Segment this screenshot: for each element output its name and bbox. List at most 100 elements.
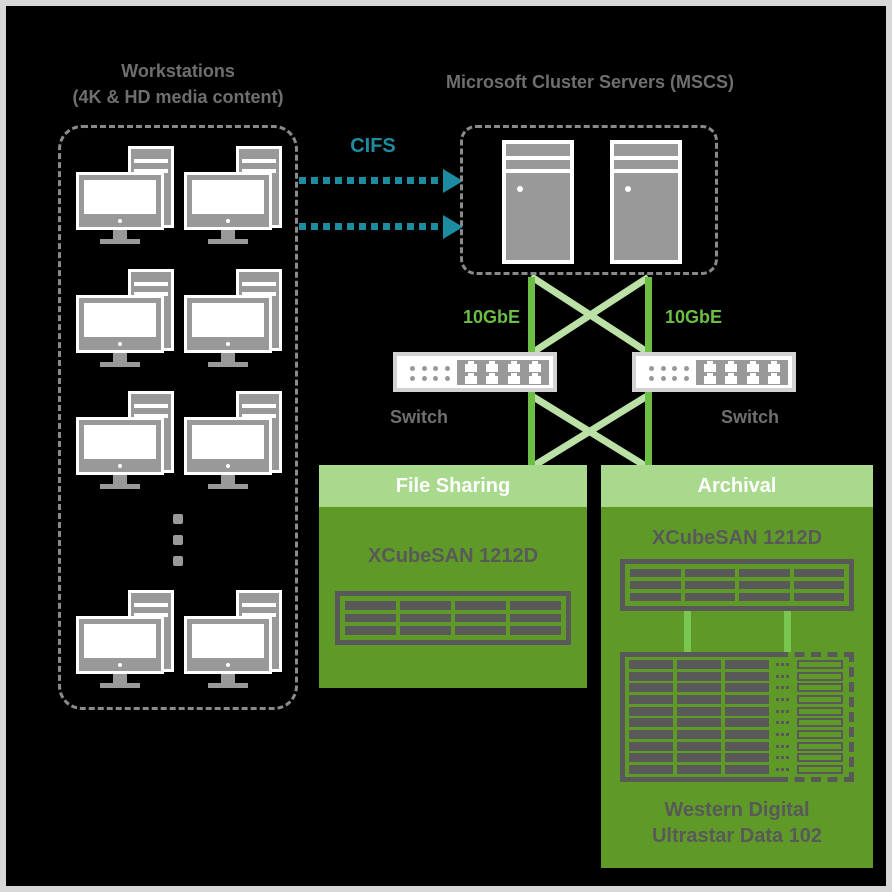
ethernet-port-icon [507, 361, 520, 373]
monitor-icon [76, 616, 164, 674]
drive-bay [725, 764, 769, 774]
drive-bay [793, 569, 844, 577]
jbod-row [629, 741, 847, 751]
dot [785, 663, 789, 666]
dot [775, 697, 779, 701]
ethernet-port-icon [507, 372, 520, 384]
dot [780, 744, 784, 748]
drive-bay [630, 581, 681, 589]
dot [780, 756, 784, 760]
dot [780, 721, 784, 725]
jbod-row [629, 660, 847, 669]
workstation-icon [184, 391, 284, 489]
led-dot [410, 365, 416, 371]
drive-bay [629, 741, 673, 751]
drive-bay [510, 626, 561, 635]
sas-connector-left [684, 611, 691, 652]
drive-bay-outline [797, 741, 843, 751]
switch-right-ports [696, 360, 788, 385]
led-dot [421, 375, 427, 381]
file-sharing-box: File Sharing XCubeSAN 1212D [319, 465, 587, 688]
drive-bay [455, 626, 506, 635]
cifs-arrow-2-head [443, 215, 463, 239]
dot [785, 674, 789, 678]
ethernet-port-icon [746, 372, 759, 384]
jbod-row-dots [773, 744, 791, 748]
dot [775, 767, 779, 771]
drive-bay [739, 593, 790, 601]
switch-left-ports [457, 360, 549, 385]
xcubesan-icon-file-sharing [335, 591, 571, 645]
drive-bay [677, 718, 721, 728]
ellipsis-dot [173, 535, 183, 545]
archival-device-label: XCubeSAN 1212D [651, 527, 823, 549]
drive-bay [739, 581, 790, 589]
dot [780, 697, 784, 701]
ultrastar-jbod-icon [620, 652, 854, 782]
jbod-row-dots [773, 756, 791, 760]
dot [780, 732, 784, 736]
drive-bay [629, 729, 673, 739]
mscs-group-box [460, 125, 718, 275]
switch-right-leds [646, 363, 692, 383]
jbod-row [629, 729, 847, 739]
ethernet-port-icon [725, 372, 738, 384]
workstation-icon [184, 269, 284, 367]
drive-bay [677, 660, 721, 669]
monitor-icon [184, 616, 272, 674]
cifs-arrow-2-line [299, 223, 443, 230]
led-dot [683, 365, 689, 371]
file-sharing-device-label: XCubeSAN 1212D [367, 545, 539, 567]
led-dot [672, 375, 678, 381]
jbod-drive-rows [629, 660, 847, 774]
workstation-icon [76, 269, 176, 367]
led-dot [660, 375, 666, 381]
workstation-icon [76, 146, 176, 244]
jbod-row [629, 706, 847, 716]
workstations-title: Workstations (4K & HD media content) [28, 58, 328, 110]
dot [785, 686, 789, 690]
drive-bay [677, 671, 721, 681]
monitor-icon [184, 417, 272, 475]
drive-bay [684, 593, 735, 601]
drive-bay [510, 601, 561, 610]
jbod-row-dots [773, 686, 791, 690]
drive-bay [629, 694, 673, 704]
dot [780, 674, 784, 678]
ethernet-port-icon [464, 361, 477, 373]
drive-bay [793, 581, 844, 589]
led-dot [410, 375, 416, 381]
workstation-icon [76, 391, 176, 489]
jbod-row-dots [773, 697, 791, 701]
drive-bay-outline [797, 671, 843, 681]
drive-bay [629, 706, 673, 716]
drive-bay [677, 694, 721, 704]
led-dot [683, 375, 689, 381]
jbod-row-dots [773, 663, 791, 666]
led-dot [649, 365, 655, 371]
drive-bay [629, 671, 673, 681]
dot [775, 663, 779, 666]
drive-bay [725, 718, 769, 728]
ethernet-port-icon [703, 372, 716, 384]
drive-bay [677, 729, 721, 739]
drive-bay-outline [797, 753, 843, 763]
jbod-label-line1: Western Digital [664, 799, 810, 821]
ethernet-port-icon [725, 361, 738, 373]
drive-bay [725, 660, 769, 669]
drive-bay-outline [797, 683, 843, 693]
drive-bay [725, 706, 769, 716]
dot [785, 709, 789, 713]
drive-bay [400, 626, 451, 635]
jbod-row-dots [773, 721, 791, 725]
drive-bay [793, 593, 844, 601]
server-tower-icon [610, 140, 682, 264]
jbod-row-dots [773, 709, 791, 713]
dot [785, 697, 789, 701]
monitor-icon [184, 295, 272, 353]
workstation-icon [184, 146, 284, 244]
drive-bay [630, 569, 681, 577]
link-speed-label-left: 10GbE [462, 307, 520, 327]
drive-bay [725, 753, 769, 763]
